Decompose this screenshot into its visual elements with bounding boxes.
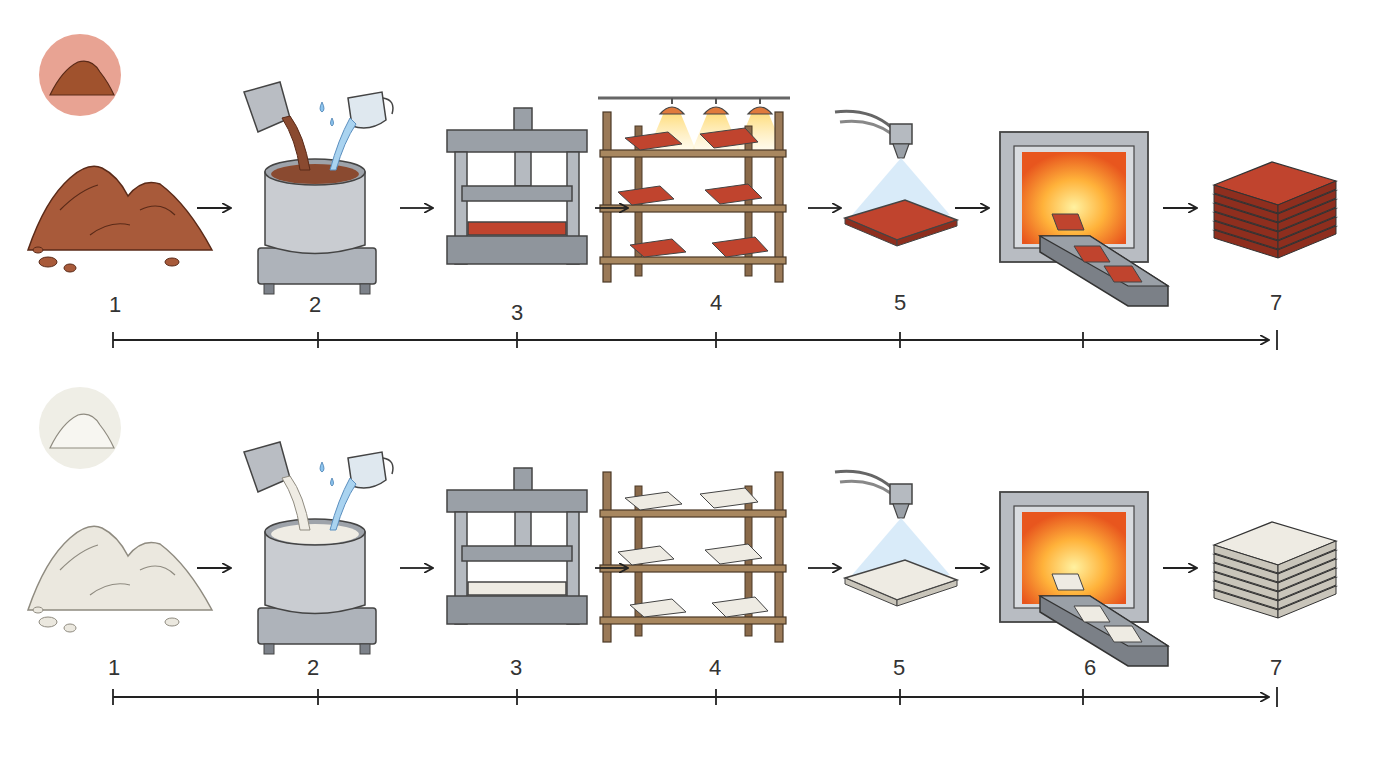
white-clay-row — [28, 387, 1336, 707]
step-number: 3 — [510, 657, 522, 679]
step-number: 6 — [1084, 657, 1096, 679]
step-number: 3 — [511, 302, 523, 324]
step-number: 4 — [710, 292, 722, 314]
step-number: 4 — [709, 657, 721, 679]
step-number: 7 — [1270, 292, 1282, 314]
step-number: 1 — [108, 657, 120, 679]
step-number: 7 — [1270, 657, 1282, 679]
step-number: 2 — [309, 294, 321, 316]
red-clay-row — [28, 34, 1336, 350]
step-number: 2 — [307, 657, 319, 679]
step-number: 1 — [109, 294, 121, 316]
step-number: 5 — [894, 292, 906, 314]
step-number: 5 — [893, 657, 905, 679]
